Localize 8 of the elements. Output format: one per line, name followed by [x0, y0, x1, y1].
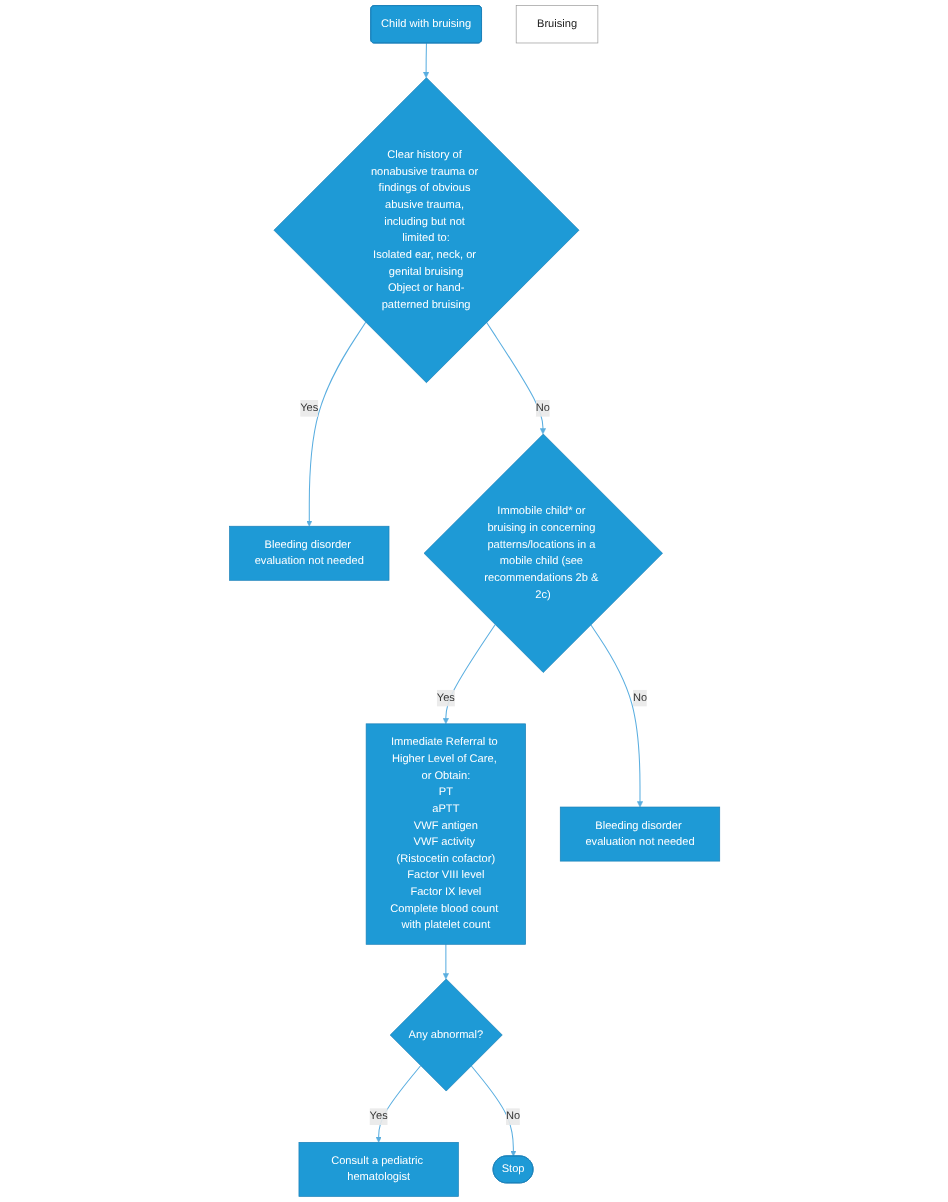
arrow: [374, 1065, 421, 1143]
arrow: [470, 1065, 516, 1157]
arrow: [442, 624, 495, 725]
arrow: [305, 321, 366, 527]
arrow: [589, 624, 643, 808]
arrow: [442, 943, 449, 980]
arrow: [485, 321, 546, 435]
arrow: [422, 42, 429, 78]
